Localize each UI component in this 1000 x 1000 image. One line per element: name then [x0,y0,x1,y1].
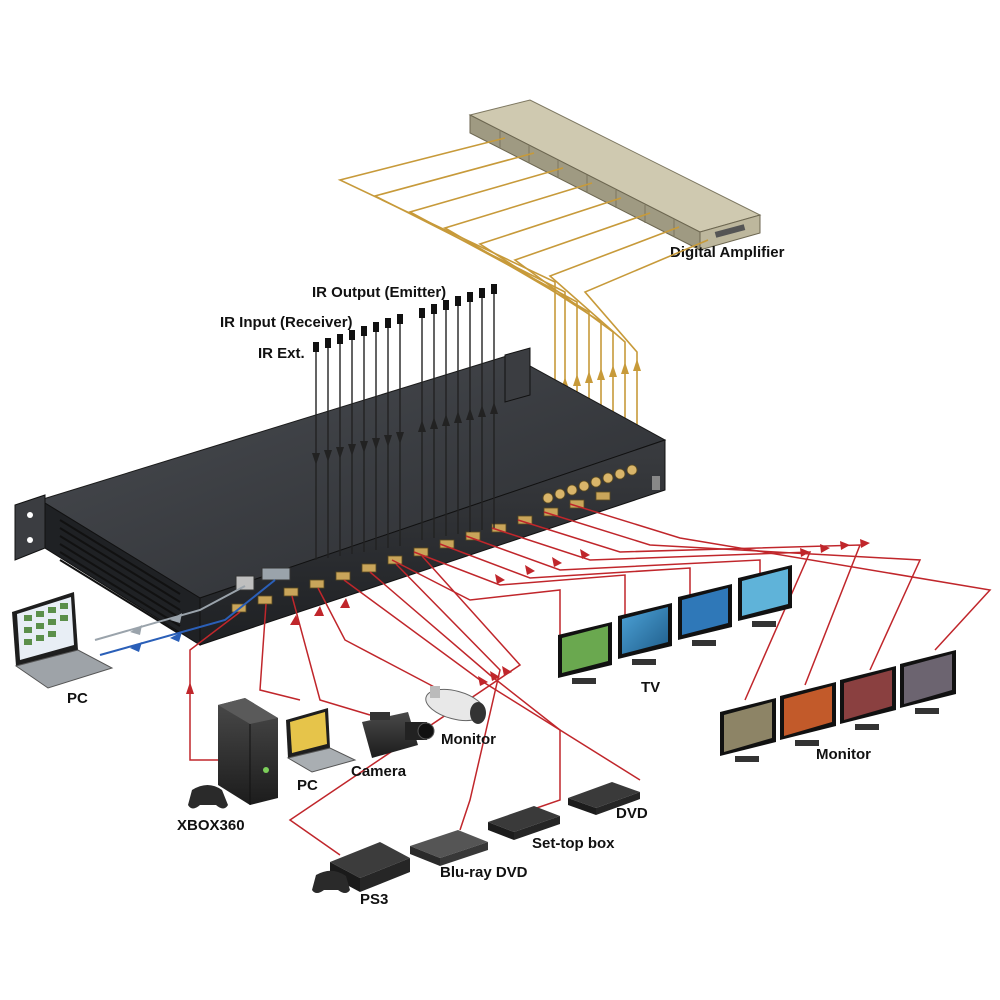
hdmi-output-arrows [495,539,870,584]
display-screen-icon [738,565,792,627]
monitor-right-label: Monitor [816,746,871,763]
gamepad-icon [188,785,228,809]
tv-row [558,565,792,684]
network-cable [94,585,246,641]
ir-output-label: IR Output (Emitter) [312,284,446,301]
disc-player-icon [410,830,488,866]
tv-label: TV [641,679,660,696]
display-screen-icon [558,622,612,684]
gamepad-icon [312,870,350,893]
display-screen-icon [840,666,896,730]
monitor-camera-label: Monitor [441,731,496,748]
display-screen-icon [618,603,672,665]
cctv-camera-icon [425,686,486,724]
ir-input-label: IR Input (Receiver) [220,314,353,331]
xbox360-label: XBOX360 [177,817,245,834]
game-console-icon [218,698,278,805]
digital-amplifier-label: Digital Amplifier [670,244,785,261]
dvd-label: DVD [616,805,648,822]
camera-label: Camera [351,763,407,780]
ir-ext-label: IR Ext. [258,345,305,362]
ps3-label: PS3 [360,891,388,908]
settop-label: Set-top box [532,835,615,852]
disc-player-icon [488,806,560,840]
pc-small-label: PC [297,777,318,794]
hdmi-output-cables [391,503,992,701]
video-camera-icon [362,712,435,758]
digital-amplifier-rack [468,99,762,251]
monitor-row [720,650,956,762]
display-screen-icon [780,682,836,746]
laptop-icon [286,708,357,773]
pc-left-label: PC [67,690,88,707]
hdmi-input-arrows [186,598,512,694]
rs232-cable [99,579,276,656]
laptop-icon [12,592,114,689]
display-screen-icon [720,698,776,762]
display-screen-icon [900,650,956,714]
disc-player-icon [568,782,640,815]
bluray-label: Blu-ray DVD [440,864,528,881]
ir-cable-arrows [312,402,498,465]
ir-cable-plugs [313,284,497,352]
display-screen-icon [678,584,732,646]
